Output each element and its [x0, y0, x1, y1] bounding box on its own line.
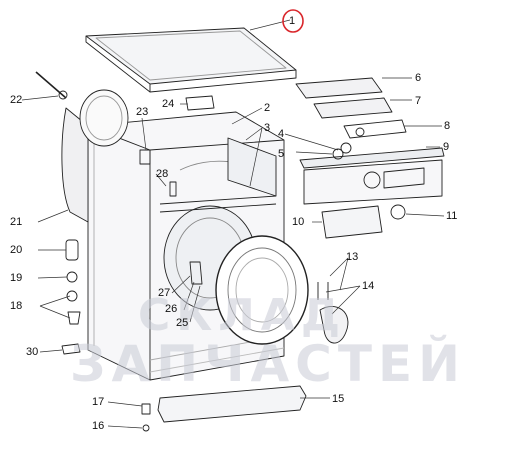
callout-21: 21 [10, 216, 23, 228]
callout-25: 25 [176, 317, 189, 329]
drawer-compartment [159, 137, 277, 213]
callout-11: 11 [446, 210, 458, 222]
callout-24: 24 [162, 98, 175, 110]
callout-10: 10 [292, 216, 305, 228]
callout-8: 8 [444, 120, 451, 132]
callout-3: 3 [264, 122, 271, 134]
callout-5: 5 [278, 148, 285, 160]
highlight-circle [282, 9, 304, 33]
callout-23: 23 [136, 106, 149, 118]
callout-27: 27 [158, 287, 171, 299]
callout-26: 26 [165, 303, 178, 315]
callout-22: 22 [10, 94, 23, 106]
callout-2: 2 [264, 102, 271, 114]
callout-16: 16 [92, 420, 105, 432]
callout-17: 17 [92, 396, 105, 408]
kick-plate [157, 385, 307, 423]
top-lid-part [85, 27, 297, 93]
control-panel-parts [295, 77, 445, 239]
callout-9: 9 [443, 141, 450, 153]
callout-6: 6 [415, 72, 422, 84]
callout-7: 7 [415, 95, 422, 107]
callout-18: 18 [10, 300, 23, 312]
callout-28: 28 [156, 168, 169, 180]
leader-lines [21, 19, 445, 429]
callout-19: 19 [10, 272, 23, 284]
callout-30: 30 [26, 346, 39, 358]
loose-parts [35, 71, 365, 432]
back-panel [61, 89, 129, 223]
callout-15: 15 [332, 393, 345, 405]
callout-4: 4 [278, 128, 285, 140]
callout-14: 14 [362, 280, 375, 292]
callout-20: 20 [10, 244, 23, 256]
drum-and-door [163, 160, 309, 345]
callout-1: 1 [289, 15, 296, 27]
callout-13: 13 [346, 251, 359, 263]
